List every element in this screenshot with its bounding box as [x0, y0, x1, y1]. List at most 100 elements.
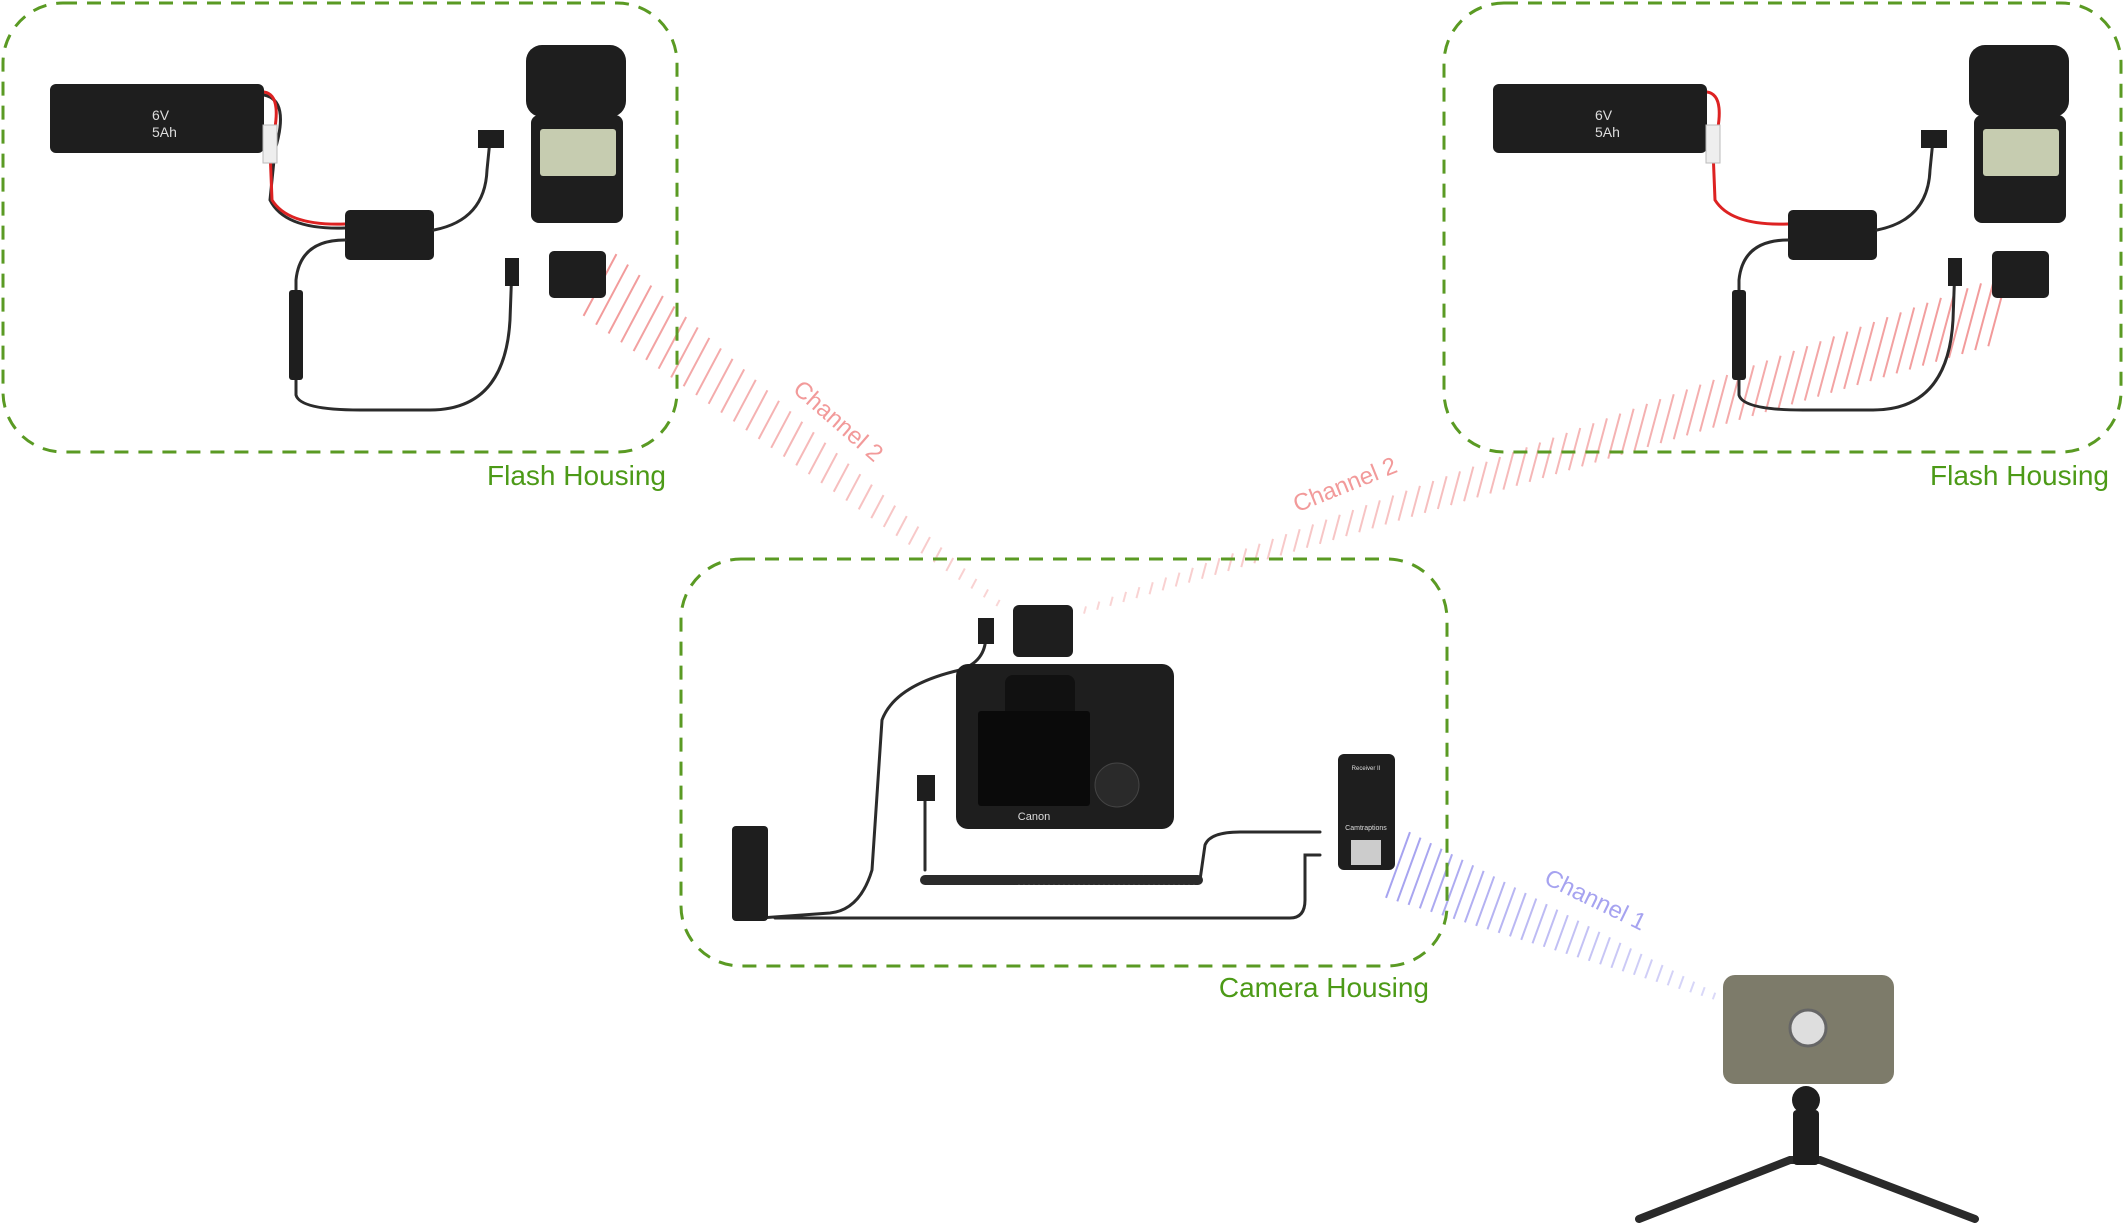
signal-stripe	[1712, 374, 1729, 428]
housing-border	[679, 557, 1449, 968]
signal-stripe	[1345, 509, 1355, 537]
signal-stripe	[1700, 986, 1706, 997]
signal-stripe	[857, 484, 873, 510]
signal-stripe	[1305, 524, 1315, 548]
signal-stripe	[1961, 283, 1982, 355]
signal-stripe	[1565, 920, 1580, 955]
signal-stripe	[1816, 336, 1836, 397]
camera-brand: Canon	[1018, 811, 1050, 823]
housing-label: Flash Housing	[487, 460, 666, 491]
camera-transmitter	[1013, 605, 1073, 657]
signal-stripe	[1621, 948, 1632, 972]
battery-capacity: 5Ah	[152, 124, 177, 140]
signal-stripe	[1856, 321, 1876, 386]
signal-stripe	[1541, 437, 1555, 479]
signal-stripe	[1655, 964, 1664, 983]
tripod-column	[1793, 1110, 1819, 1165]
signal-stripe	[1738, 365, 1755, 421]
signal-stripe	[645, 306, 676, 361]
signal-stripe	[1385, 831, 1411, 899]
signal-stripe	[1502, 451, 1515, 490]
signal-stripe	[1135, 586, 1141, 599]
housing-border	[1442, 1, 2123, 454]
signal-stripe	[1450, 471, 1461, 506]
signal-stripe	[1646, 398, 1662, 448]
signal-stripe	[1764, 355, 1782, 413]
signal-stripe	[682, 337, 711, 387]
signal-stripe	[982, 588, 989, 598]
signal-stripe	[1407, 842, 1432, 906]
pir-lens	[1788, 1008, 1828, 1048]
signal-stripe	[1292, 528, 1301, 552]
signal-stripe	[1711, 992, 1717, 1000]
signal-stripe	[1396, 837, 1422, 902]
signal-stripe	[1279, 533, 1288, 556]
signal-stripe	[1161, 577, 1168, 591]
signal-stripe	[1666, 970, 1675, 986]
receiver-model: Receiver II	[1352, 766, 1381, 772]
flash-head	[1969, 45, 2069, 117]
signal-stripe	[895, 515, 908, 537]
signal-stripe	[1463, 870, 1485, 923]
camera-screen	[978, 711, 1090, 806]
signal-stripe	[1489, 456, 1502, 494]
signal-stripe	[920, 536, 931, 554]
signal-stripe	[1410, 485, 1421, 517]
signal-stripe	[1441, 859, 1464, 916]
signal-stripe	[1509, 892, 1527, 937]
signal-stripe	[907, 526, 920, 546]
signal-stripe	[1632, 953, 1643, 976]
signal-stripe	[1423, 480, 1435, 514]
signal-stripe	[1803, 341, 1822, 401]
signal-stripe	[632, 295, 664, 352]
signal-stripe	[1843, 326, 1862, 390]
signal-stripe	[1520, 898, 1538, 941]
signal-stripe	[1934, 292, 1956, 362]
signal-stripe	[1620, 408, 1635, 455]
signal-stripe	[820, 452, 838, 484]
signal-stripe	[1174, 572, 1181, 587]
signal-stripe	[1418, 848, 1443, 909]
signal-stripe	[1475, 876, 1496, 927]
signal-stripe	[620, 285, 653, 343]
signal-stripe	[1599, 936, 1611, 965]
signal-stripe	[1581, 422, 1595, 467]
signal-stripe	[1430, 853, 1454, 913]
housing-label: Flash Housing	[1930, 460, 2109, 491]
signal-stripe	[770, 410, 792, 449]
signal-stripe	[1083, 606, 1087, 614]
signal-stripe	[807, 442, 827, 475]
signal-stripe	[1542, 909, 1559, 948]
flash-kit: 6V 5Ah	[50, 45, 626, 412]
signal-stripe	[1384, 495, 1395, 525]
signal-stripe	[1882, 312, 1902, 378]
receiver-hotshoe	[1351, 840, 1381, 865]
signal-stripe	[995, 599, 1001, 607]
signal-stripe	[657, 316, 687, 370]
signal-stripe	[695, 347, 722, 396]
signal-stripe	[1201, 562, 1208, 580]
power-box	[345, 210, 434, 260]
signal-stripe	[882, 505, 897, 528]
transmitter-plug	[978, 618, 994, 644]
motion-sensor	[1635, 975, 1979, 1223]
battery-voltage: 6V	[1595, 107, 1613, 123]
signal-stripe	[1633, 403, 1648, 452]
battery-pack	[50, 84, 264, 153]
signal-stripe	[1699, 379, 1715, 432]
channel-label: Channel 1	[1540, 864, 1650, 936]
signal-stripe	[670, 326, 699, 378]
signal-stripe	[1974, 278, 1996, 351]
signal-stripe	[1777, 350, 1795, 409]
signal-stripe	[1567, 427, 1582, 471]
flash-receiver	[549, 251, 606, 298]
signal-stripe	[1594, 418, 1608, 463]
signal-stripe	[1358, 504, 1368, 533]
battery-holder	[732, 826, 768, 921]
signal-stripe	[1452, 864, 1475, 920]
signal-stripe	[732, 379, 757, 422]
housing-label: Camera Housing	[1219, 972, 1429, 1003]
signal-stripe	[1463, 466, 1475, 502]
signal-stripe	[1122, 591, 1128, 603]
